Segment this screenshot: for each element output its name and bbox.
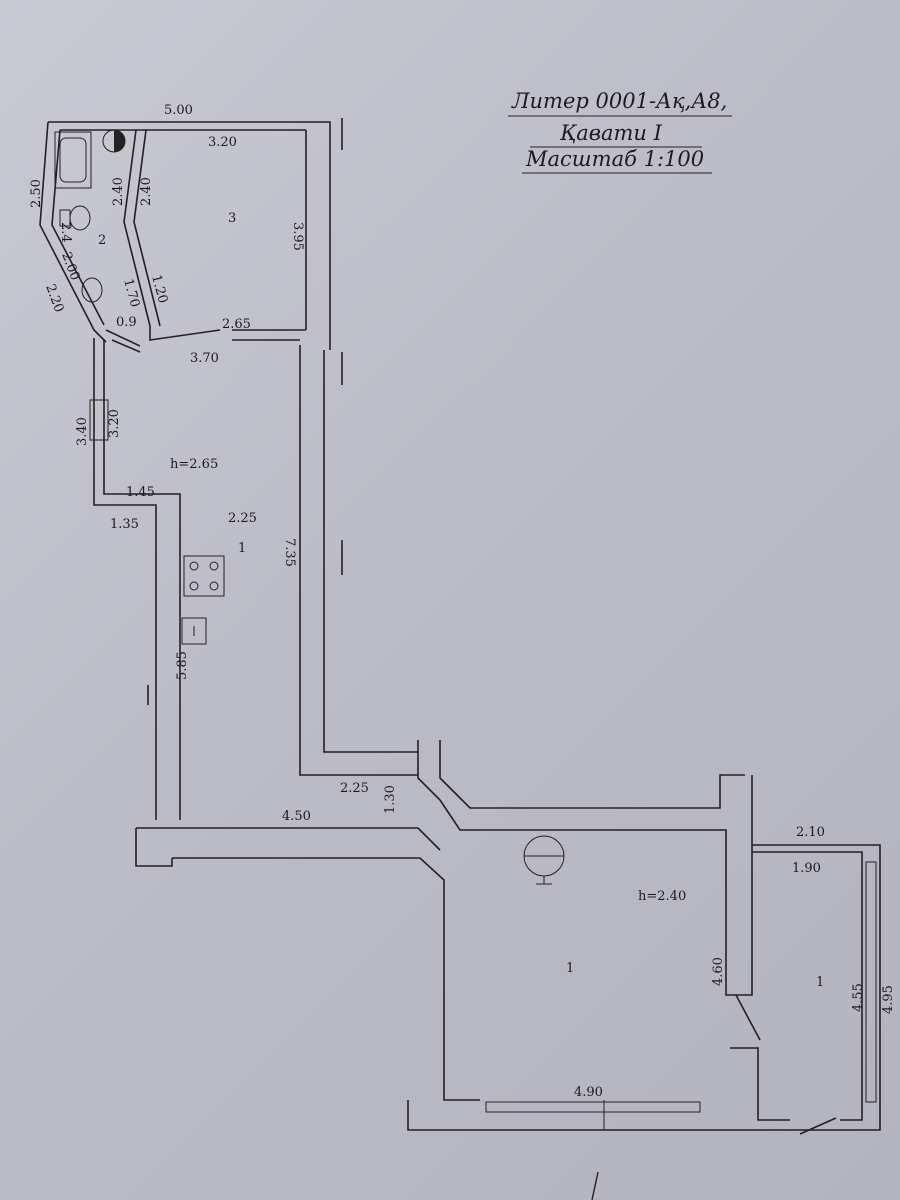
dim-balcony-inner-len: 4.55: [851, 983, 866, 1012]
bath-door: [105, 329, 141, 353]
bathtub-icon: [54, 131, 92, 189]
dim-kitchen-step-outer: 1.35: [110, 517, 139, 532]
storage-left-wall-a: [123, 129, 151, 327]
dim-door-gap: 0.9: [116, 315, 137, 330]
passage-right-wall: [439, 740, 745, 809]
dim-storage-height: 3.95: [290, 222, 305, 251]
dim-kitchen-width: 2.25: [228, 511, 257, 526]
storage-left-wall-b: [133, 129, 161, 327]
kitchen-sink-icon: [181, 617, 207, 645]
dim-kitchen-left: 5.85: [175, 651, 190, 680]
dim-corridor-inner: 3.20: [107, 409, 122, 438]
passage-left-wall: [417, 740, 441, 801]
ceiling-light-icon: [523, 835, 565, 885]
room-number-bathroom: 2: [98, 233, 106, 248]
corridor-window: [89, 399, 109, 441]
dim-passage-depth: 1.30: [383, 785, 398, 814]
pen-mark: [591, 1171, 599, 1200]
dim-bath-inner-left: 2.40: [111, 177, 126, 206]
balcony-outer-door: [799, 1117, 837, 1135]
dim-balcony-inner: 1.90: [792, 861, 821, 876]
stove-icon: [183, 555, 225, 597]
dim-bath-diag-outer: 2.20: [42, 282, 66, 314]
dim-bath-small: 2.4: [58, 222, 73, 243]
corridor-left-wall-outer: [93, 338, 157, 820]
dim-storage-width: 3.20: [208, 135, 237, 150]
dim-balcony-outer-len: 4.95: [881, 985, 896, 1014]
dim-passage-width: 2.25: [340, 781, 369, 796]
bath-left-wall-outer: [39, 121, 107, 343]
ceiling-height-upper: h=2.65: [170, 457, 218, 472]
dim-hall-top: 4.50: [282, 809, 311, 824]
hall-inner-wall: [172, 857, 480, 1101]
washbasin-circle-icon: [102, 129, 126, 153]
dim-storage-left: 2.40: [139, 177, 154, 206]
dim-kitchen-length: 7.35: [282, 538, 297, 567]
dim-corridor-top: 3.70: [190, 351, 219, 366]
kitchen-right-wall-inner: [299, 345, 418, 776]
room-number-storage: 3: [228, 211, 236, 226]
hall-left-cap: [135, 828, 173, 867]
dim-corridor-outer: 3.40: [75, 417, 90, 446]
title-line-3: Масштаб 1:100: [525, 147, 704, 171]
storage-door: [149, 326, 221, 341]
corridor-left-wall-inner: [103, 340, 181, 820]
outer-bottom-right-wall: [407, 844, 881, 1131]
dim-storage-diag-inner: 1.20: [148, 273, 170, 305]
title-line-2: Қавати I: [559, 121, 663, 145]
dim-top-total: 5.00: [164, 103, 193, 118]
room-number-balcony: 1: [816, 975, 824, 990]
title-line-1: Литер 0001-Ақ,А8,: [511, 89, 727, 113]
dim-living-bottom: 4.90: [574, 1085, 603, 1100]
balcony-window: [865, 861, 877, 1103]
bath-sink-icon: [81, 277, 103, 303]
balcony-door: [735, 994, 761, 1041]
dim-balcony-outer: 2.10: [796, 825, 825, 840]
living-window: [485, 1101, 701, 1113]
bath-left-wall-inner: [51, 129, 105, 326]
living-top-wall: [439, 775, 753, 996]
living-right-lower-wall: [730, 1047, 790, 1121]
dim-living-right: 4.60: [711, 957, 726, 986]
hall-top-wall: [136, 827, 441, 851]
dim-storage-diag: 1.70: [120, 277, 142, 309]
storage-bottom-wall: [232, 329, 306, 341]
dim-storage-bottom: 2.65: [222, 317, 251, 332]
ceiling-height-lower: h=2.40: [638, 889, 686, 904]
top-wall-outer: [48, 121, 331, 140]
toilet-icon: [59, 205, 91, 231]
balcony-inner-wall: [752, 851, 863, 1121]
dim-bath-outer-left: 2.50: [29, 179, 44, 208]
room-number-living: 1: [566, 961, 574, 976]
room-number-kitchen: 1: [238, 541, 246, 556]
kitchen-right-wall-outer: [323, 350, 418, 753]
dim-kitchen-step-inner: 1.45: [126, 485, 155, 500]
